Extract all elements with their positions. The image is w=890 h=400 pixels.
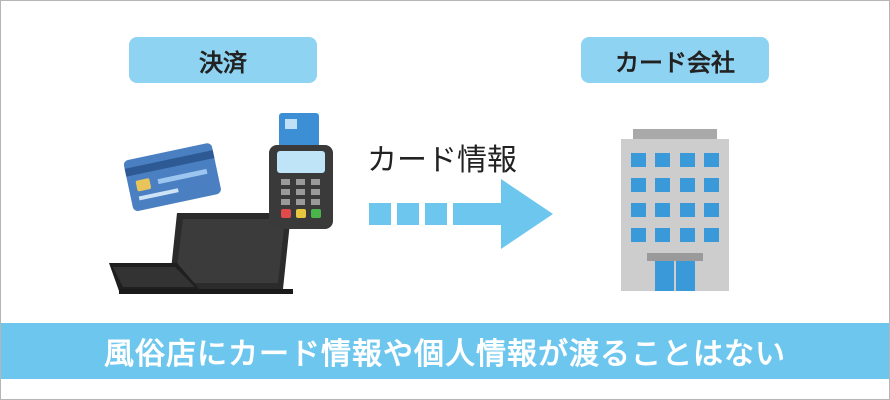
payment-label: 決済 [129, 37, 317, 83]
laptop-icon [109, 213, 293, 294]
illustration [109, 113, 729, 294]
inserted-card-icon [279, 113, 319, 153]
card-company-label: カード会社 [581, 37, 769, 83]
office-building-icon [621, 129, 729, 291]
conclusion-banner: 風俗店にカード情報や個人情報が渡ることはない [1, 323, 889, 379]
card-info-flow-label: カード情報 [367, 143, 517, 178]
card-terminal-icon [269, 145, 333, 229]
credit-card-icon [123, 143, 221, 211]
arrow-right-icon [369, 179, 553, 249]
conclusion-text: 風俗店にカード情報や個人情報が渡ることはない [104, 337, 786, 372]
